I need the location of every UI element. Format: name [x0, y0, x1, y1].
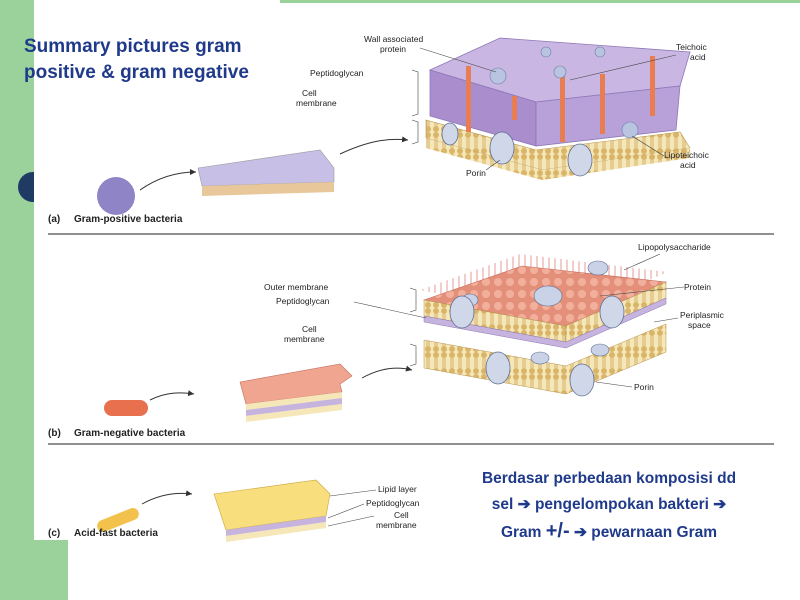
- acid-fast-cell-icon: [97, 508, 139, 532]
- label-cell-membrane-b1: Cell: [302, 324, 317, 334]
- label-porin-a: Porin: [466, 168, 486, 178]
- right-arrow-icon: ➔: [573, 524, 587, 541]
- summary-line-3: Gram +/- ➔ pewarnaan Gram: [434, 518, 784, 546]
- acid-fast-slab-icon: [213, 479, 331, 531]
- title-line-2: positive & gram negative: [24, 62, 249, 83]
- label-teichoic-1: Teichoic: [676, 42, 707, 52]
- label-cell-membrane-a2: membrane: [296, 98, 337, 108]
- summary-line-2: sel ➔ pengelompokan bakteri ➔: [434, 492, 784, 518]
- label-peptidoglycan-a: Peptidoglycan: [310, 68, 364, 78]
- summary-plus-minus: +/-: [545, 520, 570, 542]
- gram-positive-cell-icon: [97, 177, 135, 215]
- label-periplasmic-1: Periplasmic: [680, 310, 725, 320]
- panel-gram-negative: Lipopolysaccharide Outer membrane Peptid…: [48, 242, 725, 439]
- slide-title: Summary pictures gram positive & gram neg…: [24, 34, 294, 86]
- gram-positive-slab-icon: [197, 149, 335, 187]
- panel-gram-positive: Wall associated protein Teichoic acid Pe…: [48, 34, 710, 225]
- caption-letter-b: (b): [48, 428, 61, 439]
- label-cell-membrane-a1: Cell: [302, 88, 317, 98]
- right-arrow-icon: ➔: [517, 496, 531, 513]
- label-lipid-layer: Lipid layer: [378, 484, 417, 494]
- gram-negative-cell-icon: [104, 400, 148, 416]
- label-porin-b: Porin: [634, 382, 654, 392]
- figure-background: [34, 0, 280, 540]
- label-peptidoglycan-b: Peptidoglycan: [276, 296, 330, 306]
- summary-text-3c: pewarnaan Gram: [591, 524, 718, 541]
- summary-line-1: Berdasar perbedaan komposisi dd: [434, 466, 784, 492]
- panel-acid-fast: Lipid layer Peptidoglycan Cell membrane …: [48, 479, 420, 542]
- label-periplasmic-2: space: [688, 320, 711, 330]
- inner-membrane-layer: [423, 323, 667, 395]
- summary-text-3a: Gram: [500, 524, 542, 541]
- label-cell-membrane-b2: membrane: [284, 334, 325, 344]
- top-accent-strip: [280, 0, 800, 3]
- caption-acid-fast: Acid-fast bacteria: [74, 528, 158, 539]
- label-teichoic-2: acid: [690, 52, 706, 62]
- caption-letter-a: (a): [48, 214, 60, 225]
- caption-gram-negative: Gram-negative bacteria: [74, 428, 186, 439]
- label-wall-protein-2: protein: [380, 44, 406, 54]
- label-cell-membrane-c1: Cell: [394, 510, 409, 520]
- cell-wall-figure: Wall associated protein Teichoic acid Pe…: [34, 0, 800, 545]
- slide-summary: Berdasar perbedaan komposisi dd sel ➔ pe…: [434, 466, 784, 546]
- left-accent-bar-lower: [34, 540, 68, 600]
- summary-text-1: Berdasar perbedaan komposisi dd: [481, 470, 737, 487]
- left-accent-bar: [0, 0, 34, 600]
- porin-icon: [489, 131, 515, 165]
- title-line-1: Summary pictures gram: [24, 36, 242, 57]
- label-lipoteichoic-2: acid: [680, 160, 696, 170]
- caption-letter-c: (c): [48, 528, 60, 539]
- porin-icon-b: [569, 363, 595, 397]
- summary-text-2a: sel: [491, 496, 514, 513]
- label-outer-membrane: Outer membrane: [264, 282, 329, 292]
- label-cell-membrane-c2: membrane: [376, 520, 417, 530]
- right-arrow-icon: ➔: [713, 496, 727, 513]
- label-peptidoglycan-c: Peptidoglycan: [366, 498, 420, 508]
- label-lps: Lipopolysaccharide: [638, 242, 711, 252]
- label-protein: Protein: [684, 282, 711, 292]
- label-lipoteichoic-1: Lipoteichoic: [664, 150, 710, 160]
- caption-gram-positive: Gram-positive bacteria: [74, 214, 183, 225]
- label-wall-protein-1: Wall associated: [364, 34, 423, 44]
- summary-text-2b: pengelompokan bakteri: [534, 496, 709, 513]
